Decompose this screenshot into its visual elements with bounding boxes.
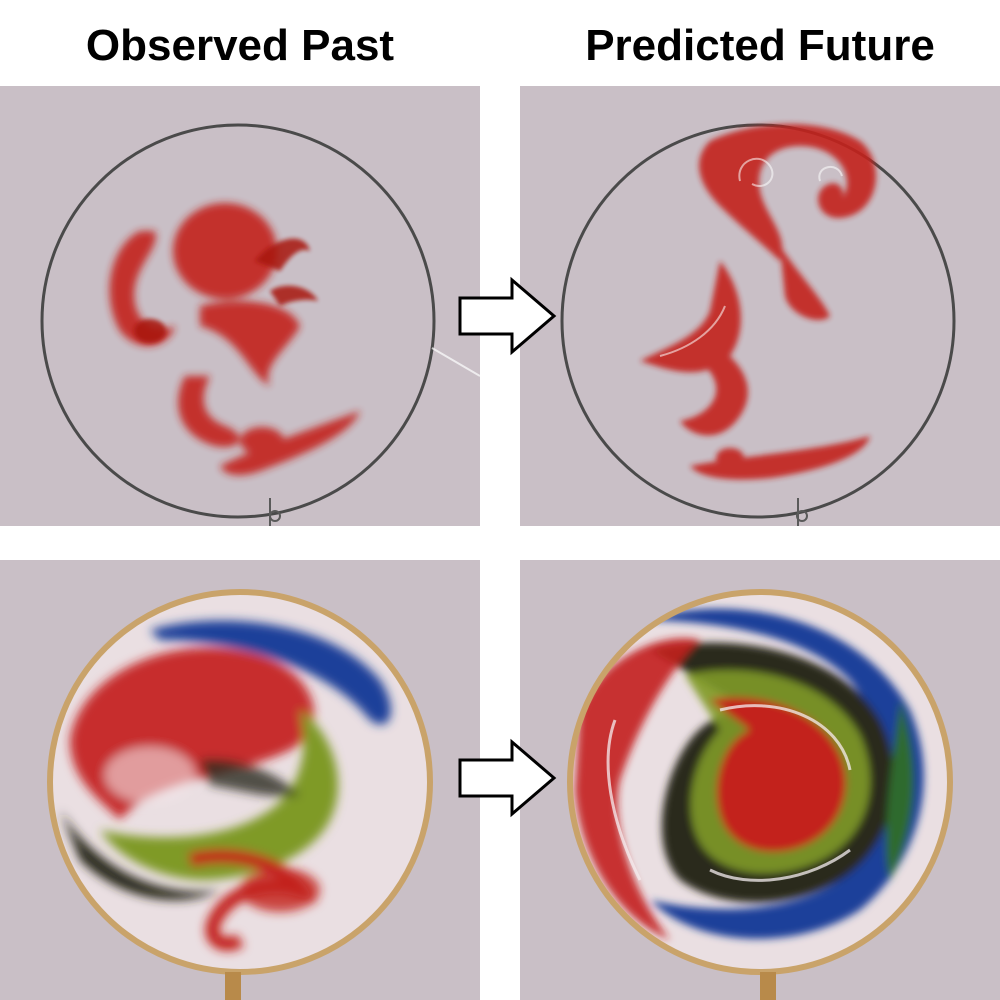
predicted-future-photo-red xyxy=(520,86,1000,526)
observed-past-photo-red xyxy=(0,86,480,526)
observed-past-heading: Observed Past xyxy=(85,21,395,70)
right-arrow-icon xyxy=(456,738,560,818)
predicted-future-heading: Predicted Future xyxy=(585,21,935,70)
right-arrow-icon xyxy=(456,276,560,356)
predicted-future-photo-multicolor xyxy=(520,560,1000,1000)
observed-past-photo-multicolor xyxy=(0,560,480,1000)
